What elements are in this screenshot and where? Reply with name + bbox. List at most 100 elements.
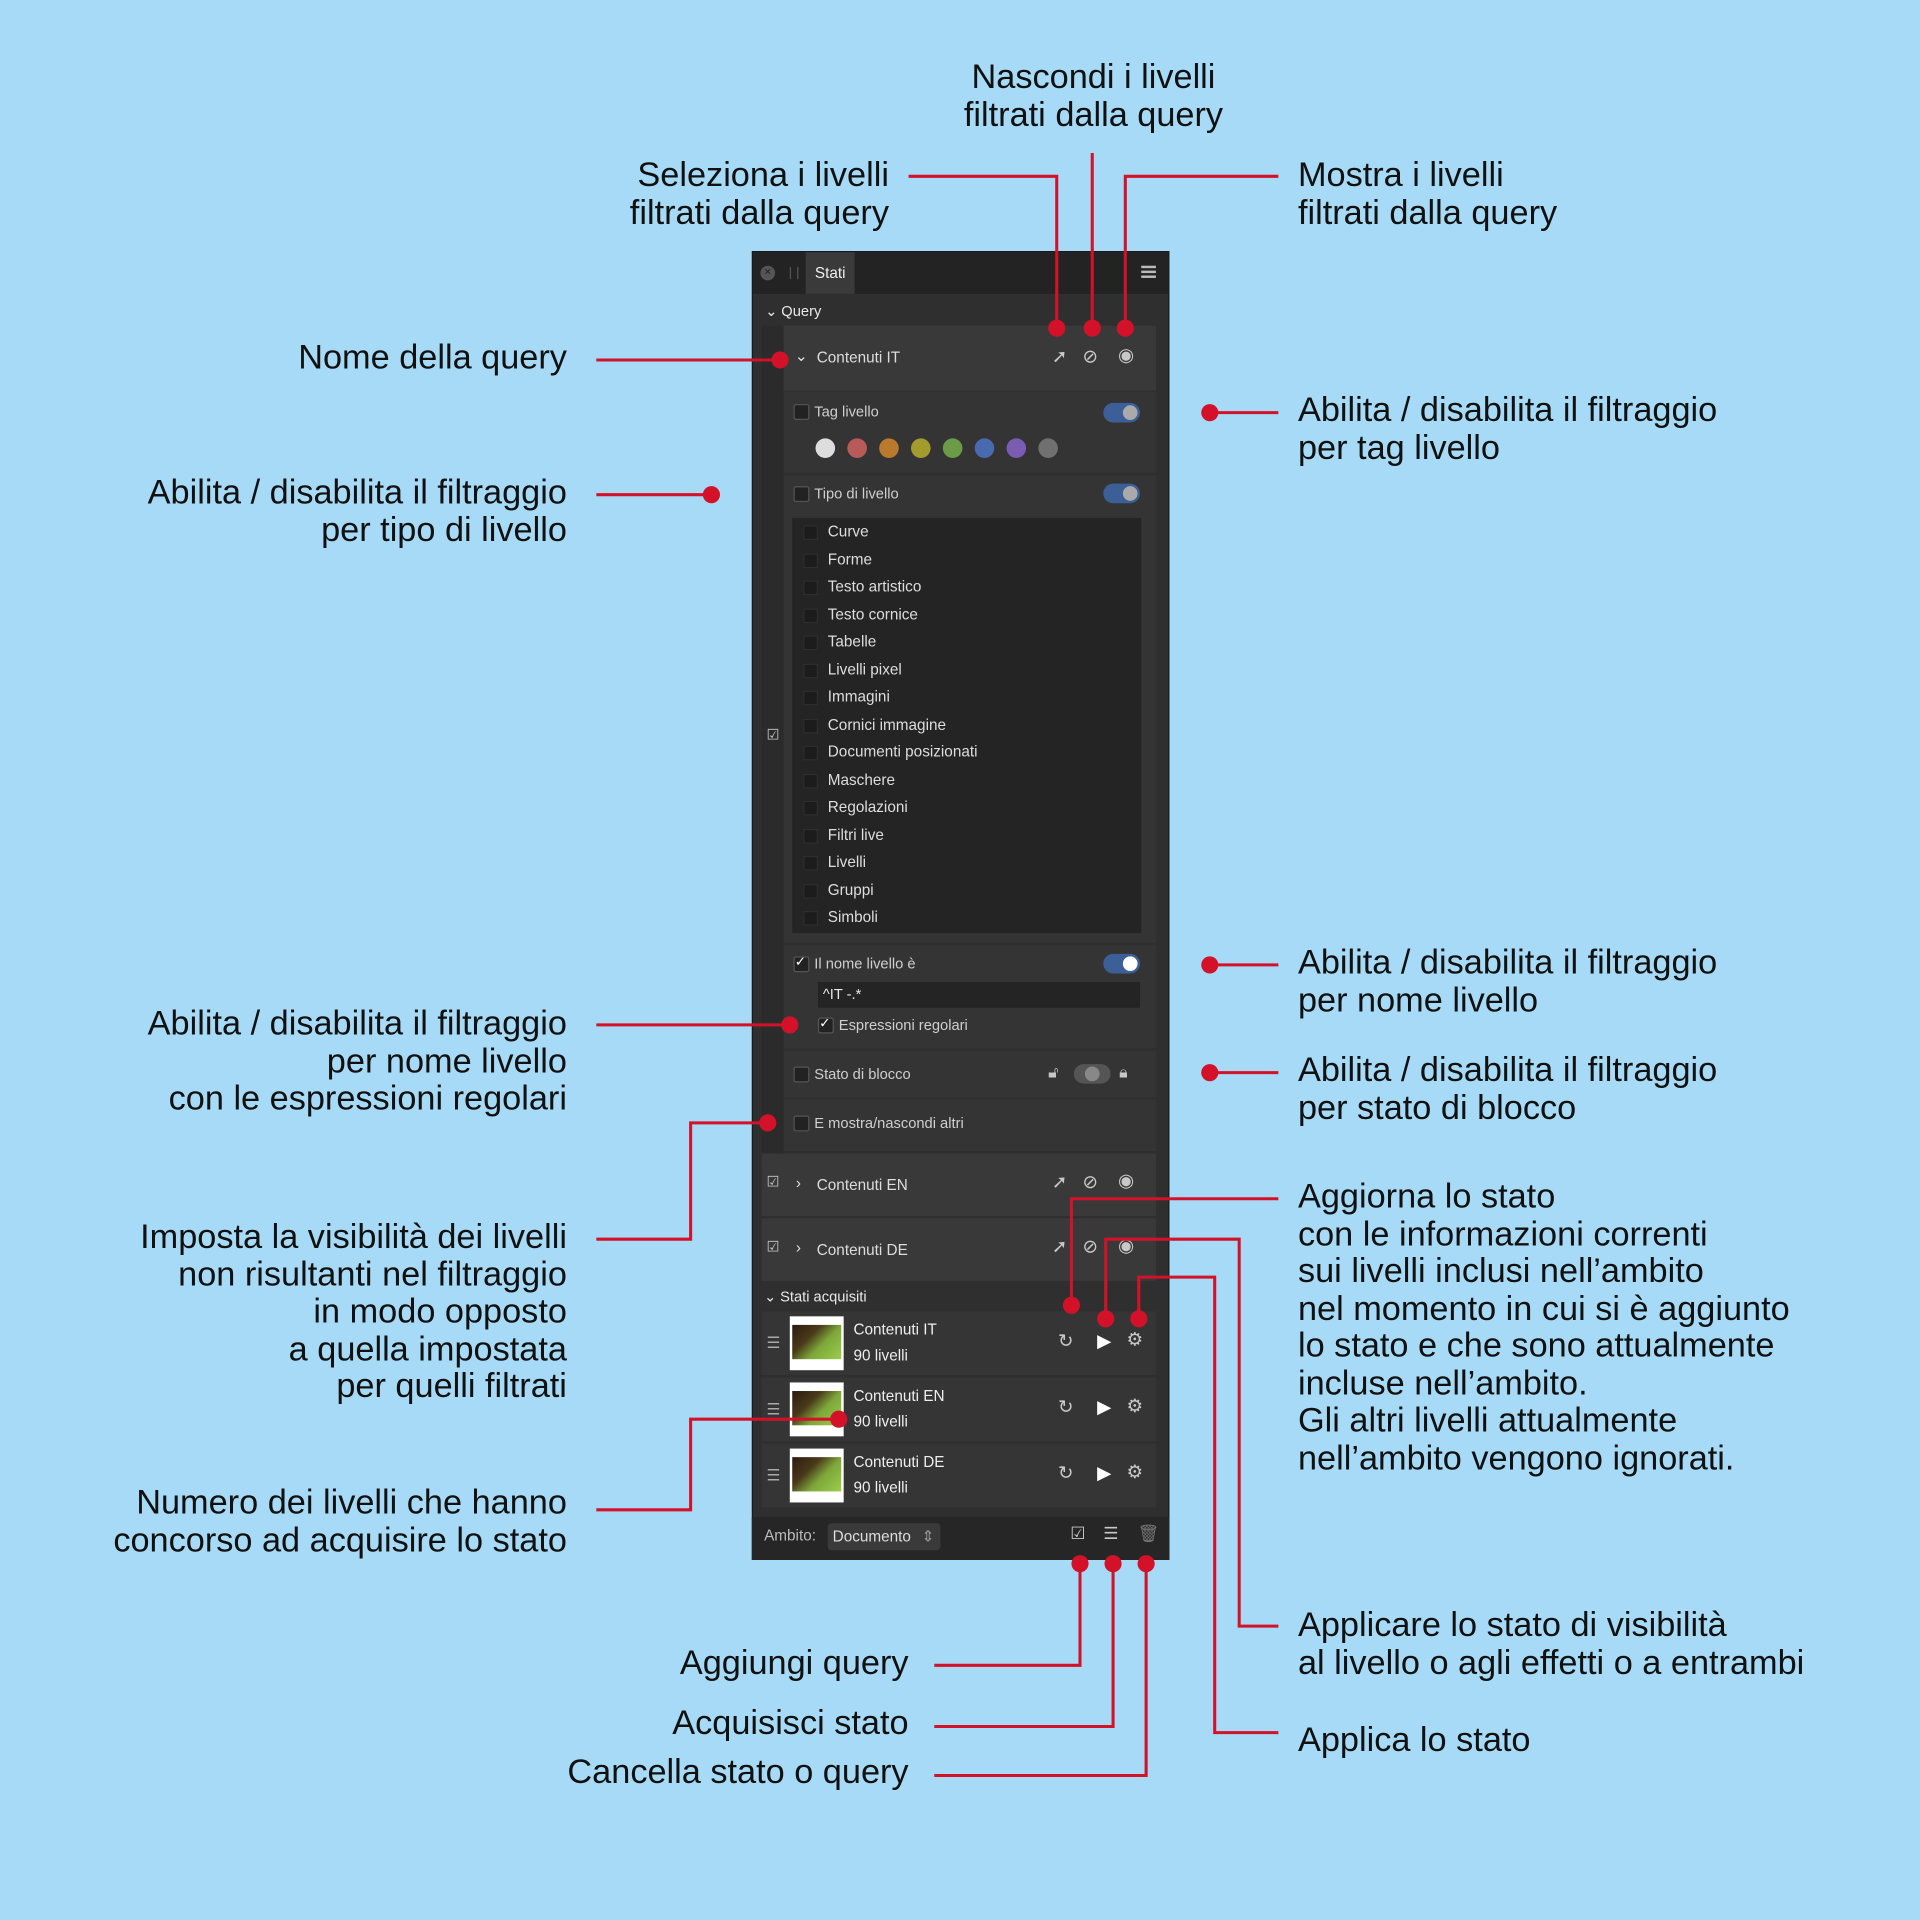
layer-type-item[interactable]: Testo cornice <box>792 601 1141 629</box>
type-filter-toggle[interactable] <box>1103 483 1141 504</box>
show-filtered-icon[interactable]: ◉ <box>1117 1170 1134 1192</box>
scope-value: Documento <box>832 1528 911 1546</box>
tag-color-swatch[interactable] <box>942 438 963 458</box>
tag-color-swatch[interactable] <box>847 438 867 458</box>
tag-filter-toggle[interactable] <box>1103 402 1141 423</box>
play-icon[interactable]: ▶ <box>1097 1463 1112 1485</box>
lock-filter-checkbox[interactable] <box>793 1066 810 1083</box>
tag-filter-checkbox[interactable] <box>793 404 810 421</box>
drag-grip-icon[interactable] <box>789 266 799 280</box>
annotation-layer-count: Numero dei livelli che hanno concorso ad… <box>113 1482 567 1559</box>
select-filtered-icon[interactable]: ➚ <box>1051 1171 1068 1193</box>
trash-icon[interactable]: 🗑︎ <box>1137 1523 1160 1543</box>
state-name[interactable]: Contenuti DE <box>853 1453 945 1471</box>
name-pattern-input[interactable]: ^IT -.* <box>817 982 1141 1008</box>
add-query-icon[interactable]: ☑ <box>1070 1523 1086 1543</box>
hide-filtered-icon[interactable]: ⊘ <box>1082 346 1098 368</box>
callout-dot <box>1104 1555 1122 1573</box>
query-name-en[interactable]: Contenuti EN <box>816 1176 908 1194</box>
others-checkbox[interactable] <box>793 1115 810 1132</box>
tag-color-swatch[interactable] <box>879 438 899 458</box>
tag-color-swatch[interactable] <box>1006 438 1027 458</box>
layer-type-item[interactable]: Livelli <box>792 849 1141 877</box>
annotation-select-filtered: Seleziona i livelli filtrati dalla query <box>629 155 889 231</box>
hide-filtered-icon[interactable]: ⊘ <box>1082 1236 1098 1258</box>
layer-type-item[interactable]: Documenti posizionati <box>792 738 1141 766</box>
query-section-label: Query <box>781 302 822 320</box>
layer-type-item[interactable]: Regolazioni <box>792 793 1141 821</box>
query-check-icon[interactable]: ☑ <box>766 726 780 744</box>
tab-stati[interactable]: Stati <box>805 252 855 294</box>
layer-type-item[interactable]: Cornici immagine <box>792 711 1141 739</box>
capture-state-icon[interactable]: ☰ <box>1103 1523 1119 1543</box>
layer-type-item[interactable]: Maschere <box>792 766 1141 794</box>
query-row-de[interactable]: ☑ › Contenuti DE ➚ ⊘ ◉ <box>761 1218 1156 1281</box>
state-thumbnail <box>789 1448 844 1503</box>
panel-footer <box>751 1517 1170 1561</box>
query-name-de[interactable]: Contenuti DE <box>816 1241 908 1259</box>
tag-color-swatch[interactable] <box>1038 438 1058 458</box>
drag-handle-icon[interactable]: ☰ <box>766 1334 781 1352</box>
layer-type-item[interactable]: Testo artistico <box>792 573 1141 601</box>
callout-dot <box>1116 319 1134 337</box>
show-filtered-icon[interactable]: ◉ <box>1117 345 1134 367</box>
lock-state-toggle[interactable] <box>1073 1064 1111 1084</box>
gear-icon[interactable]: ⚙ <box>1126 1395 1144 1417</box>
panel-menu-icon[interactable] <box>1141 265 1156 278</box>
gear-icon[interactable]: ⚙ <box>1126 1329 1144 1351</box>
annotation-filter-type: Abilita / disabilita il filtraggio per t… <box>147 472 567 548</box>
layer-type-item[interactable]: Tabelle <box>792 628 1141 656</box>
callout-line-select <box>908 174 1059 329</box>
name-filter-checkbox[interactable] <box>793 954 810 973</box>
callout-line-delete <box>934 1563 1148 1778</box>
tag-color-swatch[interactable] <box>974 438 995 458</box>
layer-type-item[interactable]: Forme <box>792 546 1141 574</box>
tag-filter <box>783 391 1156 473</box>
annotation-add-query: Aggiungi query <box>679 1643 909 1682</box>
query-check-icon[interactable]: ☑ <box>766 1173 780 1191</box>
select-filtered-icon[interactable]: ➚ <box>1051 346 1068 368</box>
query-name[interactable]: Contenuti IT <box>816 348 901 367</box>
gear-icon[interactable]: ⚙ <box>1126 1462 1144 1483</box>
annotation-update-state: Aggiorna lo stato con le informazioni co… <box>1297 1176 1790 1477</box>
tag-color-swatch[interactable] <box>911 438 931 458</box>
scope-select[interactable]: Documento⇕ <box>827 1523 941 1551</box>
layer-type-item[interactable]: Gruppi <box>792 876 1141 904</box>
chevron-right-icon[interactable]: › <box>795 1174 802 1192</box>
regex-checkbox[interactable] <box>817 1015 834 1034</box>
states-section-header[interactable]: ⌄Stati acquisiti <box>752 1283 1167 1310</box>
refresh-icon[interactable]: ↻ <box>1057 1463 1074 1485</box>
hide-filtered-icon[interactable]: ⊘ <box>1082 1171 1098 1193</box>
state-name[interactable]: Contenuti EN <box>853 1387 945 1405</box>
query-section-header[interactable]: ⌄Query <box>753 298 1168 325</box>
refresh-icon[interactable]: ↻ <box>1057 1397 1074 1418</box>
layer-type-item[interactable]: Curve <box>792 518 1141 546</box>
refresh-icon[interactable]: ↻ <box>1057 1331 1074 1352</box>
play-icon[interactable]: ▶ <box>1097 1397 1112 1418</box>
layer-type-item[interactable]: Filtri live <box>792 821 1141 849</box>
drag-handle-icon[interactable]: ☰ <box>766 1466 781 1485</box>
callout-dot <box>1130 1310 1148 1328</box>
layer-type-item[interactable]: Livelli pixel <box>792 656 1141 684</box>
select-filtered-icon[interactable]: ➚ <box>1051 1236 1068 1258</box>
query-check-icon[interactable]: ☑ <box>766 1237 780 1256</box>
state-name[interactable]: Contenuti IT <box>853 1321 937 1339</box>
name-filter-toggle[interactable] <box>1103 953 1141 974</box>
callout-line-count <box>596 1417 839 1512</box>
annotation-query-name: Nome della query <box>298 337 567 376</box>
type-filter-checkbox[interactable] <box>793 486 810 503</box>
layer-type-item[interactable]: Immagini <box>792 683 1141 711</box>
tag-none-swatch[interactable] <box>815 438 836 458</box>
chevron-right-icon[interactable]: › <box>795 1239 802 1257</box>
query-row-en[interactable]: ☑ › Contenuti EN ➚ ⊘ ◉ <box>761 1153 1156 1216</box>
chevron-down-icon[interactable]: ⌄ <box>794 347 808 365</box>
play-icon[interactable]: ▶ <box>1097 1331 1112 1352</box>
close-icon[interactable]: × <box>760 265 776 281</box>
layer-type-item[interactable]: Simboli <box>792 904 1141 932</box>
type-filter-label: Tipo di livello <box>814 484 899 503</box>
drag-handle-icon[interactable]: ☰ <box>766 1400 781 1418</box>
